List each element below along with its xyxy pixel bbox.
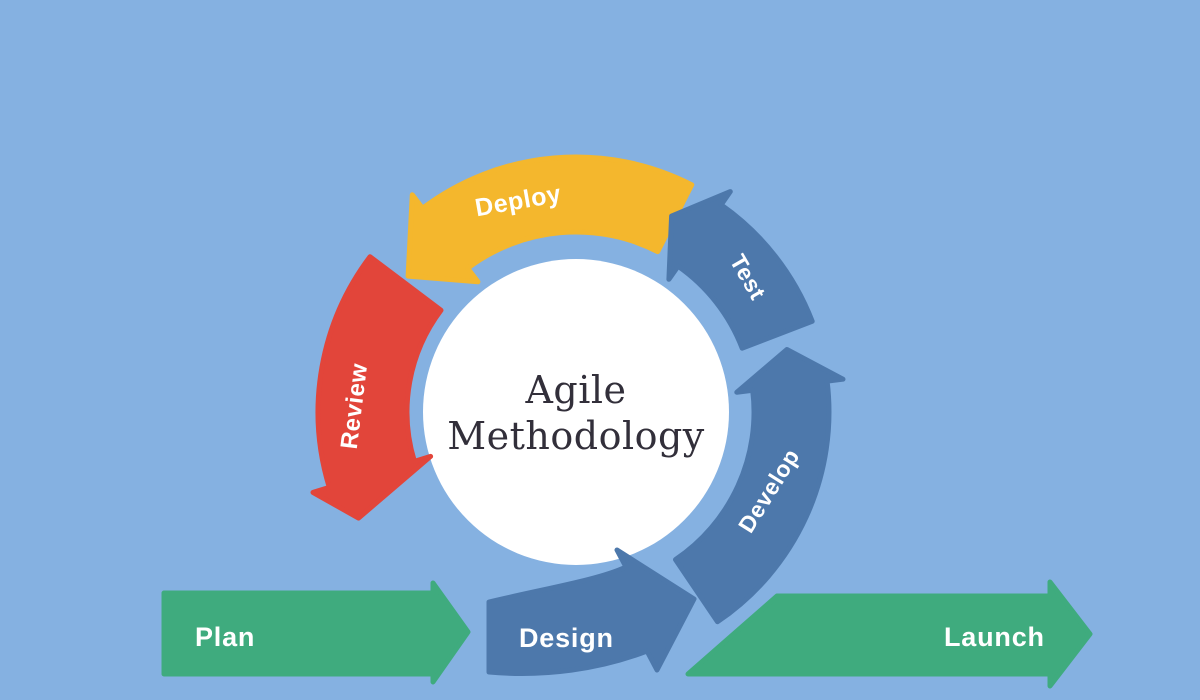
- launch-label: Launch: [944, 622, 1045, 652]
- diagram-title-line1: Agile: [524, 368, 626, 412]
- design-label: Design: [519, 623, 614, 653]
- plan-arrow: [161, 580, 471, 685]
- plan-label: Plan: [195, 622, 255, 652]
- design-arrow: [486, 547, 697, 676]
- center-circle: [423, 259, 729, 565]
- test-arrow: [666, 189, 815, 351]
- deploy-arrow: [405, 154, 695, 285]
- launch-arrow: [685, 579, 1093, 689]
- diagram-title-line2: Methodology: [447, 414, 705, 458]
- review-arrow: [310, 254, 444, 521]
- develop-arrow: [673, 347, 846, 625]
